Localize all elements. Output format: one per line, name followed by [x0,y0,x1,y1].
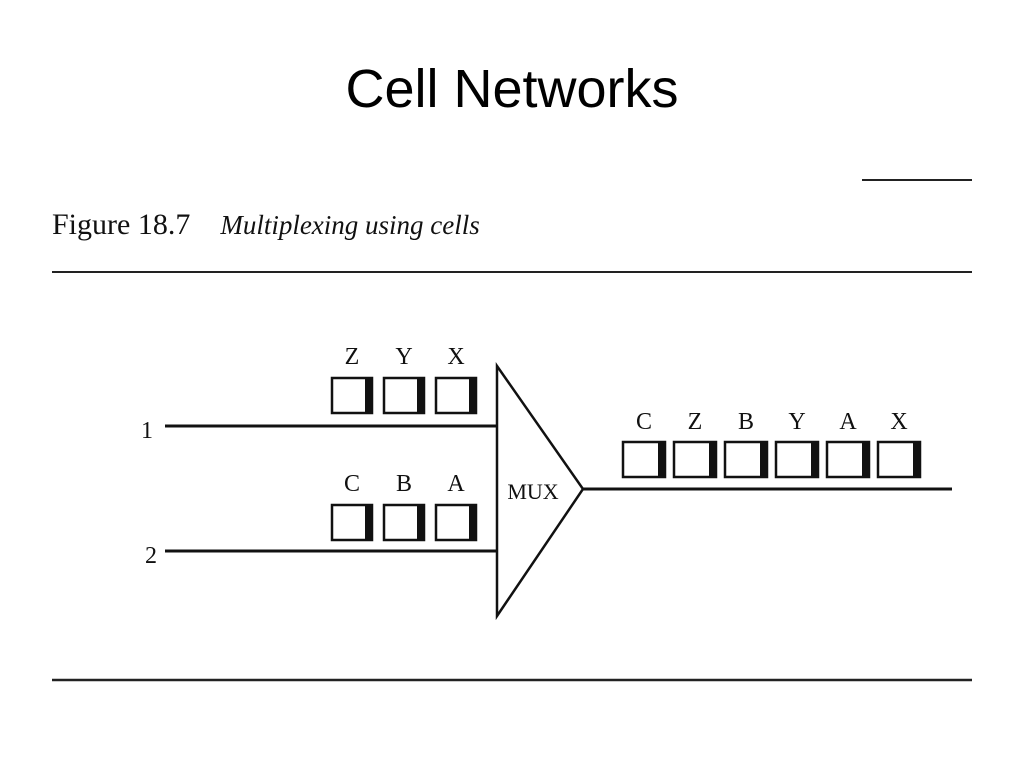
output-cell-label-z: Z [688,409,703,435]
mux-label: MUX [507,479,558,504]
input-2-cell-shade-a [469,505,476,540]
input-1-cell-shade-z [365,378,372,413]
output-cell-label-b: B [738,409,754,435]
output-cell-shade-y [811,442,818,477]
input-2-cell-label-b: B [396,471,412,497]
output-cell-label-c: C [636,409,652,435]
figure-number: Figure 18.7 [52,208,191,241]
mux-triangle [495,362,585,621]
input-1-cell-label-x: X [447,344,464,370]
input-2-cell-label-a: A [447,471,465,497]
input-label-1: 1 [141,418,153,444]
output-cell-label-a: A [839,409,857,435]
output-cell-shade-z [709,442,716,477]
output-cell-shade-b [760,442,767,477]
input-2-cell-shade-b [417,505,424,540]
output-cell-shade-a [862,442,869,477]
figure-caption: Multiplexing using cells [220,210,480,240]
input-1-cell-label-z: Z [345,344,360,370]
output-cell-label-x: X [890,409,907,435]
input-1-cell-label-y: Y [395,344,412,370]
output-cell-label-y: Y [788,409,805,435]
output-cell-shade-x [913,442,920,477]
output-cell-shade-c [658,442,665,477]
input-2-cell-shade-c [365,505,372,540]
slide-title: Cell Networks [345,59,679,119]
cells-layer: Z Y X C B A C Z B Y A X [330,344,922,542]
input-label-2: 2 [145,543,157,569]
input-1-cell-shade-y [417,378,424,413]
figure-heading: Figure 18.7 Multiplexing using cells [52,208,480,242]
input-1-cell-shade-x [469,378,476,413]
input-2-cell-label-c: C [344,471,360,497]
